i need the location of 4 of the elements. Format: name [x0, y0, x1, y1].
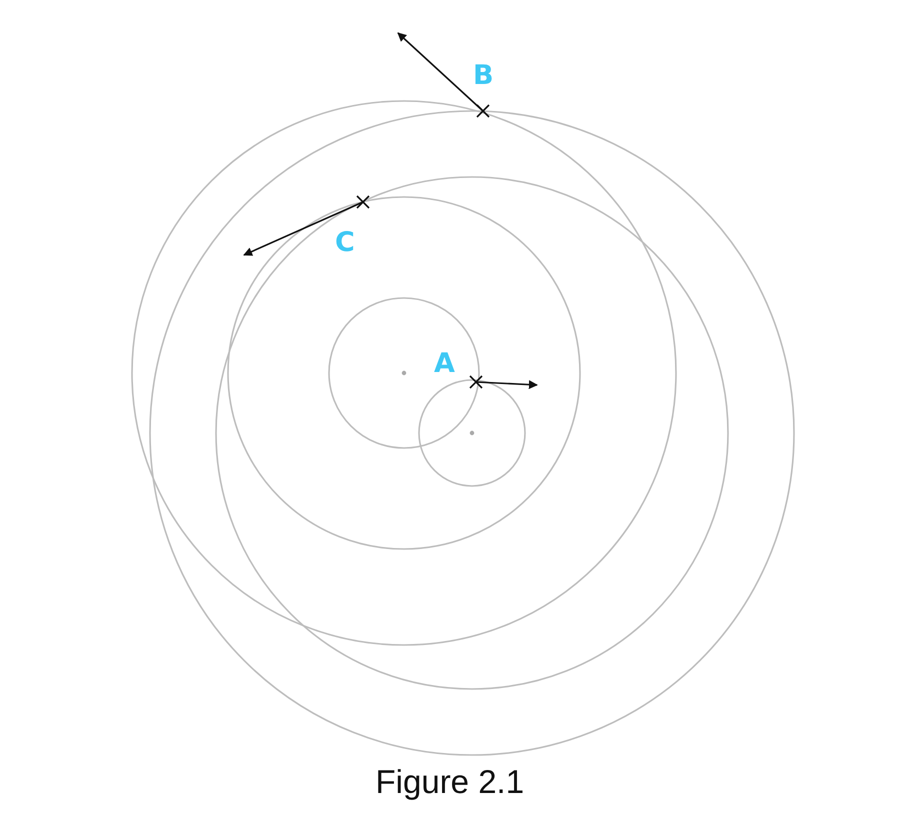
figure-caption: Figure 2.1	[376, 765, 524, 798]
point-label: B	[473, 62, 494, 89]
point-label: C	[335, 229, 355, 256]
point-label: A	[434, 350, 455, 377]
